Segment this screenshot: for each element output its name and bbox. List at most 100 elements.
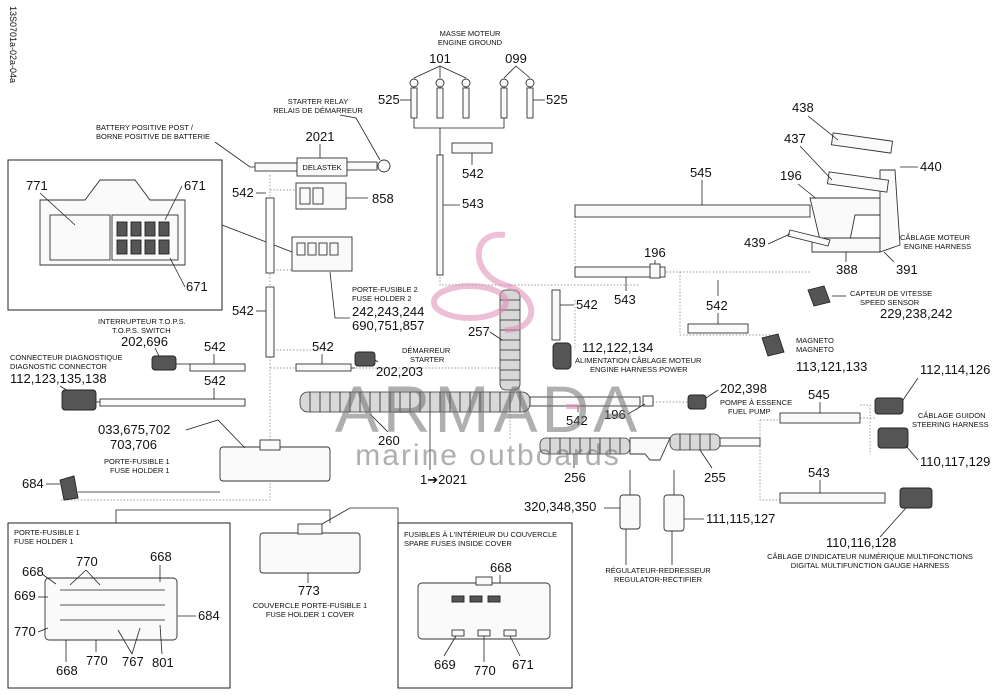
part-112-123-135-138: 112,123,135,138 [10, 371, 107, 386]
part-545-a: 545 [690, 165, 712, 180]
starter-relay: STARTER RELAY RELAIS DE DÉMARREUR 2021 D… [96, 97, 394, 272]
fuse2-label-en: FUSE HOLDER 2 [352, 294, 412, 303]
fuel-pump: 202,398 POMPE À ESSENCE FUEL PUMP 196 54… [566, 381, 792, 428]
part-542-g: 542 [566, 413, 588, 428]
engine-harness-power: 112,122,134 ALIMENTATION CÂBLAGE MOTEUR … [551, 289, 702, 374]
gauge-label-en: DIGITAL MULTIFUNCTION GAUGE HARNESS [791, 561, 950, 570]
corrugated-conduit-256-255: 256 255 [539, 433, 761, 485]
part-260: 260 [378, 433, 400, 448]
part-767: 767 [122, 654, 144, 669]
fuel-pump-label-en: FUEL PUMP [728, 407, 771, 416]
cover-label-fr: COUVERCLE PORTE-FUSIBLE 1 [253, 601, 367, 610]
left-harness-segments: 542 542 542 542 542 [99, 185, 352, 407]
part-202-398: 202,398 [720, 381, 767, 396]
engine-ground-terminals: MASSE MOTEUR ENGINE GROUND 101 099 525 5… [378, 29, 568, 276]
part-684-right: 684 [198, 608, 220, 623]
part-438: 438 [792, 100, 814, 115]
part-196-a: 196 [780, 168, 802, 183]
part-543-c: 543 [808, 465, 830, 480]
part-690-751-857: 690,751,857 [352, 318, 424, 333]
spare-fuses-detail: FUSIBLES À L'INTÉRIEUR DU COUVERCLE SPAR… [397, 522, 573, 689]
regulator-label-fr: RÉGULATEUR-REDRESSEUR [605, 566, 711, 575]
fuse1-label-en: FUSE HOLDER 1 [110, 466, 170, 475]
harness-power-label-fr: ALIMENTATION CÂBLAGE MOTEUR [575, 356, 702, 365]
corrugated-conduit-260: 260 1➔2021 [299, 391, 641, 487]
part-684-left: 684 [22, 476, 44, 491]
fuse-holder-2-detail: 771 671 671 [7, 159, 293, 311]
middle-right-segments: 196 543 542 [574, 245, 749, 334]
part-703-706: 703,706 [110, 437, 157, 452]
part-229-238-242: 229,238,242 [880, 306, 952, 321]
battery-label-fr: BORNE POSITIVE DE BATTERIE [96, 132, 210, 141]
tops-label-en: T.O.P.S. SWITCH [112, 326, 171, 335]
ground-label-en: ENGINE GROUND [438, 38, 503, 47]
fuse1-box-label-fr: PORTE-FUSIBLE 1 [14, 528, 80, 537]
watermark-tagline: marine outboards [355, 439, 620, 472]
part-257: 257 [468, 324, 490, 339]
part-112-114-126: 112,114,126 [920, 362, 990, 377]
part-668-left: 668 [22, 564, 44, 579]
part-542-c: 542 [204, 339, 226, 354]
part-542-d: 542 [204, 373, 226, 388]
part-440: 440 [920, 159, 942, 174]
part-111-115-127: 111,115,127 [706, 511, 775, 526]
starter: DÉMARREUR STARTER 202,203 [351, 346, 451, 379]
part-671-top: 671 [184, 178, 206, 193]
part-668-spare: 668 [490, 560, 512, 575]
tops-switch: INTERRUPTEUR T.O.P.S. T.O.P.S. SWITCH 20… [98, 317, 190, 371]
part-202-696: 202,696 [121, 334, 168, 349]
armada-watermark: ARMADA marine outboards [335, 231, 637, 472]
part-773: 773 [298, 583, 320, 598]
part-771: 771 [26, 178, 48, 193]
part-542-b: 542 [232, 303, 254, 318]
part-668-top: 668 [150, 549, 172, 564]
part-525-right: 525 [546, 92, 568, 107]
magneto-label-en: MAGNETO [796, 345, 834, 354]
ground-label-fr: MASSE MOTEUR [440, 29, 501, 38]
engine-harness-connectors: 545 196 438 437 440 439 388 391 CÂBLAGE … [574, 100, 971, 277]
reference-code: 13S0701a-02a-04a [8, 6, 18, 83]
magneto: MAGNETO MAGNETO 113,121,133 [761, 333, 867, 374]
steering-label-fr: CÂBLAGE GUIDON [918, 411, 986, 420]
part-099: 099 [505, 51, 527, 66]
part-255: 255 [704, 470, 726, 485]
spare-label-fr: FUSIBLES À L'INTÉRIEUR DU COUVERCLE [404, 530, 557, 539]
engine-harness-label-en: ENGINE HARNESS [904, 242, 971, 251]
corrugated-conduit-257: 257 [468, 289, 521, 391]
fuse-holder-1-cover: 773 COUVERCLE PORTE-FUSIBLE 1 FUSE HOLDE… [253, 507, 399, 619]
part-671-bottom: 671 [186, 279, 208, 294]
fuse2-label-fr: PORTE-FUSIBLE 2 [352, 285, 418, 294]
fuse-holder-2-labels: PORTE-FUSIBLE 2 FUSE HOLDER 2 242,243,24… [329, 271, 424, 333]
battery-label-en: BATTERY POSITIVE POST / [96, 123, 194, 132]
fuse1-box-label-en: FUSE HOLDER 1 [14, 537, 74, 546]
part-391: 391 [896, 262, 918, 277]
part-669-spare: 669 [434, 657, 456, 672]
part-669-left: 669 [14, 588, 36, 603]
part-545-b: 545 [808, 387, 830, 402]
part-770-bottom: 770 [86, 653, 108, 668]
fuel-pump-label-fr: POMPE À ESSENCE [720, 398, 792, 407]
part-388: 388 [836, 262, 858, 277]
regulator-label-en: REGULATOR-RECTIFIER [614, 575, 703, 584]
part-668-bottom: 668 [56, 663, 78, 678]
fuse-holder-1-detail: PORTE-FUSIBLE 1 FUSE HOLDER 1 770 668 66… [7, 522, 231, 689]
part-542-f: 542 [576, 297, 598, 312]
diag-label-fr: CONNECTEUR DIAGNOSTIQUE [10, 353, 123, 362]
relay-label-en: STARTER RELAY [288, 97, 348, 106]
steering-label-en: STEERING HARNESS [912, 420, 989, 429]
part-202-203: 202,203 [376, 364, 423, 379]
relay-label-fr: RELAIS DE DÉMARREUR [273, 106, 363, 115]
part-256: 256 [564, 470, 586, 485]
part-196-b: 196 [644, 245, 666, 260]
fuse-holder-1: 033,675,702 703,706 PORTE-FUSIBLE 1 FUSE… [22, 419, 331, 523]
fuse1-label-fr: PORTE-FUSIBLE 1 [104, 457, 170, 466]
speed-sensor-label-fr: CAPTEUR DE VITESSE [850, 289, 932, 298]
part-439: 439 [744, 235, 766, 250]
gauge-label-fr: CÂBLAGE D'INDICATEUR NUMÉRIQUE MULTIFONC… [767, 552, 973, 561]
part-543-ground: 543 [462, 196, 484, 211]
part-671-spare: 671 [512, 657, 534, 672]
speed-sensor-label-en: SPEED SENSOR [860, 298, 920, 307]
regulator-rectifier: 320,348,350 111,115,127 RÉGULATEUR-REDRE… [524, 470, 775, 584]
harness-power-label-en: ENGINE HARNESS POWER [590, 365, 688, 374]
